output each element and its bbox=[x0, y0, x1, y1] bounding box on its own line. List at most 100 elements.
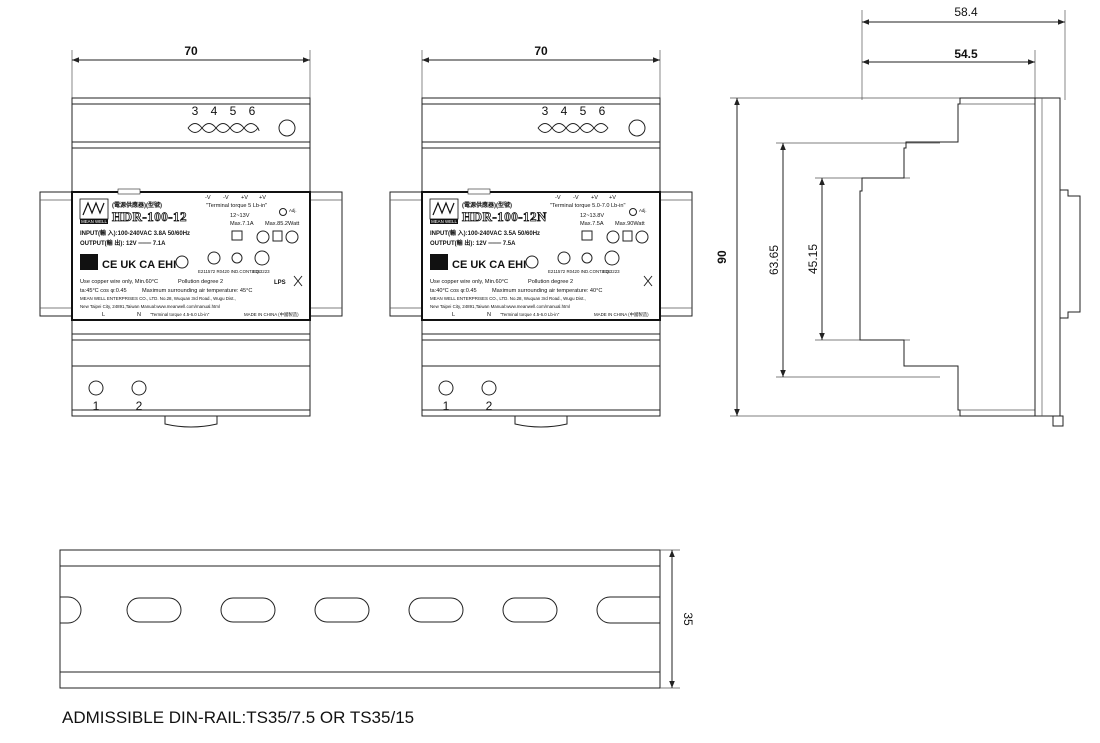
neutral-terminal-label: N bbox=[137, 312, 141, 318]
company-address: MEAN WELL ENTERPRISES CO., LTD. No.28, W… bbox=[430, 296, 586, 301]
model-number: HDR-100-12N bbox=[462, 209, 547, 224]
terminal-number-4: 4 bbox=[211, 104, 218, 118]
terminal-label-minus-v-1: -V bbox=[555, 195, 561, 201]
class2-icon bbox=[581, 230, 593, 241]
logo-caption: MEAN WELL bbox=[81, 219, 107, 224]
output-terminal-screws bbox=[187, 123, 260, 133]
din-rail-right-stub bbox=[309, 191, 343, 317]
terminal-label-plus-v-1: +V bbox=[241, 195, 248, 201]
line-terminal-label: L bbox=[102, 312, 105, 318]
adjust-label: Adj. bbox=[639, 208, 647, 213]
din-latch bbox=[514, 416, 568, 428]
din-rail-view: 35 ADMISSIBLE DIN-RAIL:TS35/7.5 OR TS35/… bbox=[59, 549, 695, 727]
height-dimension-label: 90 bbox=[715, 250, 729, 264]
certification-seal-icon bbox=[635, 230, 649, 244]
company-city: New Taipei City, 24891,Taiwan Manual:www… bbox=[80, 304, 220, 309]
made-in: MADE IN CHINA (中國製造) bbox=[244, 311, 299, 318]
label-title: (電源供應器)(型號) bbox=[112, 201, 162, 209]
rail-slot bbox=[502, 597, 558, 623]
rail-slot bbox=[408, 597, 464, 623]
output-rating: OUTPUT(輸 出): 12V ═══ 7.1A bbox=[80, 239, 166, 247]
ambient-temp: ta:40°C cos φ:0.45 bbox=[430, 288, 477, 294]
mean-well-logo: MEAN WELL bbox=[79, 198, 109, 224]
adjust-potentiometer bbox=[278, 119, 296, 137]
terminal-label-plus-v-2: +V bbox=[259, 195, 266, 201]
input-terminal-2 bbox=[481, 380, 497, 396]
nemko-icon bbox=[606, 230, 620, 244]
side-profile bbox=[859, 97, 1036, 417]
terminal-number-3: 3 bbox=[542, 104, 549, 118]
warning-icon bbox=[430, 254, 448, 270]
top-terminal-torque: "Terminal torque 5 Lb-in" bbox=[206, 203, 267, 209]
input-terminal-2 bbox=[131, 380, 147, 396]
certification-seal-icon bbox=[285, 230, 299, 244]
logo-caption: MEAN WELL bbox=[431, 219, 457, 224]
max-current: Max.7.5A bbox=[580, 221, 604, 227]
weee-icon bbox=[293, 275, 303, 287]
model-number: HDR-100-12 bbox=[112, 209, 187, 224]
pollution-degree: Pollution degree 2 bbox=[178, 279, 223, 285]
input-terminal-1 bbox=[438, 380, 454, 396]
din-rail-outline bbox=[59, 549, 661, 689]
ul-icon bbox=[175, 255, 189, 269]
bsmi-icon bbox=[231, 252, 243, 264]
inner-height-label: 63.65 bbox=[767, 245, 781, 275]
weee-icon bbox=[643, 275, 653, 287]
ul-recognized-icon bbox=[604, 250, 620, 266]
adjust-potentiometer bbox=[628, 119, 646, 137]
safety-mark-icon bbox=[272, 230, 283, 242]
terminal-label-plus-v-2: +V bbox=[609, 195, 616, 201]
terminal-label-plus-v-1: +V bbox=[591, 195, 598, 201]
width-dimension-label: 70 bbox=[184, 44, 198, 58]
safety-mark-icon bbox=[622, 230, 633, 242]
max-current: Max.7.1A bbox=[230, 221, 254, 227]
label-title: (電源供應器)(型號) bbox=[462, 201, 512, 209]
input-terminal-1 bbox=[88, 380, 104, 396]
warning-icon bbox=[80, 254, 98, 270]
terminal-number-1: 1 bbox=[93, 399, 100, 413]
line-terminal-label: L bbox=[452, 312, 455, 318]
voltage-range: 12~13.8V bbox=[580, 213, 604, 219]
mean-well-logo: MEAN WELL bbox=[429, 198, 459, 224]
din-rail-caption: ADMISSIBLE DIN-RAIL:TS35/7.5 OR TS35/15 bbox=[62, 708, 414, 727]
din-rail-right-stub bbox=[659, 191, 693, 317]
company-city: New Taipei City, 24891,Taiwan Manual:www… bbox=[430, 304, 570, 309]
adjust-icon bbox=[629, 208, 637, 216]
rail-height-label: 35 bbox=[681, 612, 695, 626]
cul-icon bbox=[207, 251, 221, 265]
terminal-number-6: 6 bbox=[249, 104, 256, 118]
front-view-middle: 70 3 4 5 6 1 2 MEAN WELL (電源供應器)(型號 bbox=[389, 44, 693, 428]
company-address: MEAN WELL ENTERPRISES CO., LTD. No.28, W… bbox=[80, 296, 236, 301]
rail-slot bbox=[220, 597, 276, 623]
terminal-number-3: 3 bbox=[192, 104, 199, 118]
cert-marks: CE UK CA EHI bbox=[102, 259, 176, 271]
rail-slot-right bbox=[596, 596, 660, 624]
adjust-label: Adj. bbox=[289, 208, 297, 213]
class2-icon bbox=[231, 230, 243, 241]
rail-slot bbox=[314, 597, 370, 623]
neutral-terminal-label: N bbox=[487, 312, 491, 318]
input-rating: INPUT(輸 入):100-240VAC 3.5A 50/60Hz bbox=[430, 229, 540, 237]
output-rating: OUTPUT(輸 出): 12V ═══ 7.5A bbox=[430, 239, 516, 247]
cert-codes: E211572 R0420 IND.CONT.EQ. bbox=[198, 269, 260, 274]
terminal-label-minus-v-1: -V bbox=[205, 195, 211, 201]
ul-icon bbox=[525, 255, 539, 269]
side-view: 58.4 54.5 90 63.65 45.15 bbox=[715, 5, 1081, 427]
nemko-icon bbox=[256, 230, 270, 244]
total-depth-label: 58.4 bbox=[954, 5, 978, 19]
output-terminal-screws bbox=[537, 123, 609, 133]
adjust-icon bbox=[279, 208, 287, 216]
cert-marks: CE UK CA EHI bbox=[452, 259, 526, 271]
pollution-degree: Pollution degree 2 bbox=[528, 279, 573, 285]
terminal-number-5: 5 bbox=[580, 104, 587, 118]
terminal-label-minus-v-2: -V bbox=[223, 195, 229, 201]
max-surrounding-temp: Maximum surrounding air temperature: 45°… bbox=[142, 288, 252, 294]
din-rail-left-stub bbox=[389, 191, 423, 317]
terminal-label-minus-v-2: -V bbox=[573, 195, 579, 201]
cert-code-2: E183223 bbox=[252, 269, 270, 274]
inner-height2-label: 45.15 bbox=[806, 244, 820, 274]
ambient-temp: ta:45°C cos φ:0.45 bbox=[80, 288, 127, 294]
cul-icon bbox=[557, 251, 571, 265]
cert-code-2: E183223 bbox=[602, 269, 620, 274]
